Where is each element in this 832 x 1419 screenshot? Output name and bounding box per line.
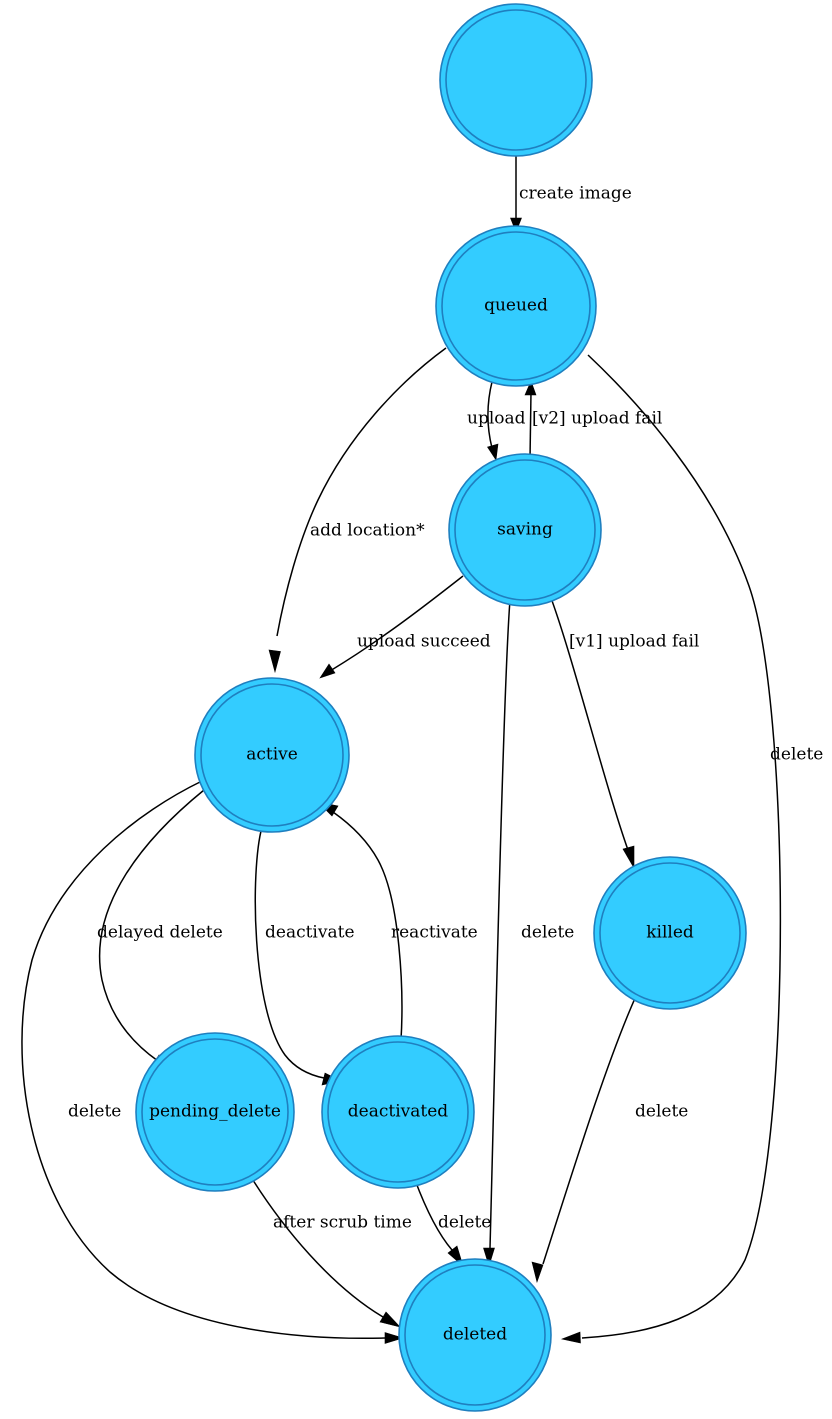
node-inner-circle bbox=[200, 683, 344, 827]
edge-active-deleted[interactable]: delete bbox=[21, 780, 405, 1344]
nodes-layer: queued saving active killed bbox=[135, 3, 747, 1412]
node-saving[interactable]: saving bbox=[448, 453, 602, 607]
arrowhead-icon bbox=[268, 649, 281, 674]
node-inner-circle bbox=[599, 862, 741, 1004]
arrowhead-icon bbox=[384, 1332, 405, 1344]
arrowhead-icon bbox=[483, 1247, 495, 1268]
node-killed[interactable]: killed bbox=[593, 856, 747, 1010]
edge-path bbox=[529, 391, 532, 460]
edge-label-create-image: create image bbox=[519, 184, 632, 204]
node-inner-circle bbox=[445, 9, 587, 151]
edge-label-deactivated-delete: delete bbox=[438, 1213, 491, 1233]
edge-label-reactivate: reactivate bbox=[391, 923, 478, 943]
edge-path bbox=[332, 811, 403, 1041]
node-active[interactable]: active bbox=[194, 677, 350, 833]
edge-path bbox=[98, 789, 205, 1062]
edge-label-active-delete: delete bbox=[68, 1102, 121, 1122]
arrowhead-icon bbox=[524, 380, 537, 396]
node-pending-delete[interactable]: pending_delete bbox=[135, 1032, 295, 1192]
edge-path bbox=[581, 354, 782, 1339]
edge-active-pending-delete[interactable]: delayed delete bbox=[97, 789, 223, 1072]
node-inner-circle bbox=[454, 459, 596, 601]
node-inner-circle bbox=[141, 1038, 289, 1186]
edge-pending-delete-deleted[interactable]: after scrub time bbox=[250, 1176, 412, 1328]
edge-killed-deleted[interactable]: delete bbox=[531, 995, 688, 1284]
edge-queued-active[interactable]: add location* bbox=[268, 347, 447, 674]
edge-saving-queued[interactable]: [v2] upload fail bbox=[524, 380, 662, 460]
edge-queued-saving[interactable]: upload bbox=[467, 377, 526, 461]
edge-path bbox=[329, 575, 464, 672]
arrowhead-icon bbox=[531, 1261, 544, 1284]
edge-label-deactivate: deactivate bbox=[265, 923, 355, 943]
edge-active-deactivated[interactable]: deactivate bbox=[254, 826, 355, 1086]
edge-label-add-location: add location* bbox=[310, 521, 425, 541]
node-inner-circle bbox=[441, 231, 591, 381]
edge-saving-deleted[interactable]: delete bbox=[483, 599, 575, 1268]
edge-saving-killed[interactable]: [v1] upload fail bbox=[550, 597, 699, 870]
edge-path bbox=[542, 995, 637, 1265]
edge-deactivated-active[interactable]: reactivate bbox=[317, 801, 478, 1041]
edge-label-saving-delete: delete bbox=[521, 923, 574, 943]
edge-path bbox=[254, 826, 325, 1079]
arrowhead-icon bbox=[487, 443, 499, 461]
node-inner-circle bbox=[327, 1041, 469, 1183]
arrowhead-icon bbox=[379, 1311, 401, 1328]
edge-label-queued-delete: delete bbox=[770, 745, 823, 765]
arrowhead-icon bbox=[622, 845, 635, 870]
arrowhead-icon bbox=[560, 1331, 581, 1344]
edge-path bbox=[489, 599, 511, 1249]
arrowhead-icon bbox=[319, 663, 336, 679]
edge-label-upload-succeed: upload succeed bbox=[357, 632, 491, 652]
edge-label-upload: upload bbox=[467, 409, 526, 429]
node-deleted[interactable]: deleted bbox=[398, 1258, 552, 1412]
edges-layer: create image upload [v2] upload fail add… bbox=[21, 156, 823, 1344]
arrowhead-icon bbox=[510, 217, 522, 233]
edge-start-queued[interactable]: create image bbox=[510, 156, 632, 233]
edge-label-delayed-delete: delayed delete bbox=[97, 923, 223, 943]
node-queued[interactable]: queued bbox=[435, 225, 597, 387]
edge-queued-deleted[interactable]: delete bbox=[560, 354, 823, 1344]
edge-path bbox=[550, 597, 629, 851]
node-deactivated[interactable]: deactivated bbox=[321, 1035, 475, 1189]
edge-path bbox=[414, 1179, 453, 1251]
edge-label-v2-upload-fail: [v2] upload fail bbox=[532, 409, 662, 429]
edge-path bbox=[21, 780, 386, 1339]
edge-label-after-scrub-time: after scrub time bbox=[273, 1213, 412, 1233]
edge-path bbox=[487, 377, 494, 449]
edge-label-v1-upload-fail: [v1] upload fail bbox=[569, 632, 699, 652]
node-start[interactable] bbox=[439, 3, 593, 157]
edge-label-killed-delete: delete bbox=[635, 1102, 688, 1122]
edge-deactivated-deleted[interactable]: delete bbox=[414, 1179, 491, 1267]
node-inner-circle bbox=[404, 1264, 546, 1406]
edge-path bbox=[276, 347, 447, 637]
edge-path bbox=[250, 1176, 384, 1318]
edge-saving-active[interactable]: upload succeed bbox=[319, 575, 491, 679]
